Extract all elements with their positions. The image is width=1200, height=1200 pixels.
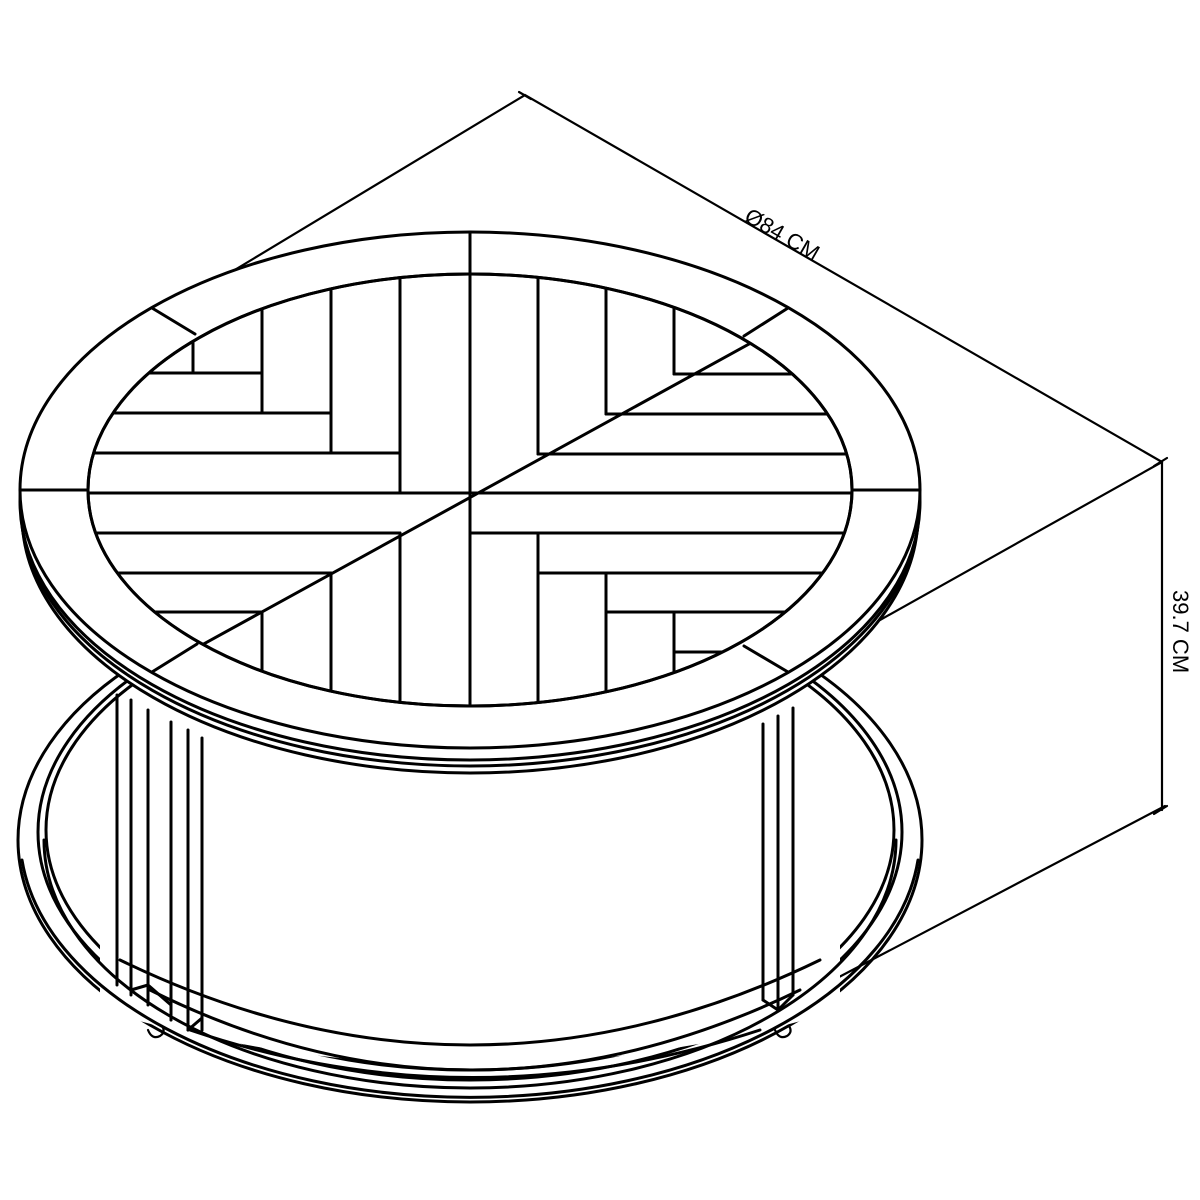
dimension-lines — [153, 90, 1169, 1010]
height-extension-line-top — [878, 460, 1164, 622]
height-dimension-label: 39.7 CM — [1168, 590, 1193, 674]
lower-ring-frame — [16, 576, 924, 1104]
feet — [146, 1024, 792, 1039]
vertical-slat-legs — [115, 693, 795, 1032]
height-extension-line-bottom — [778, 804, 1167, 1010]
